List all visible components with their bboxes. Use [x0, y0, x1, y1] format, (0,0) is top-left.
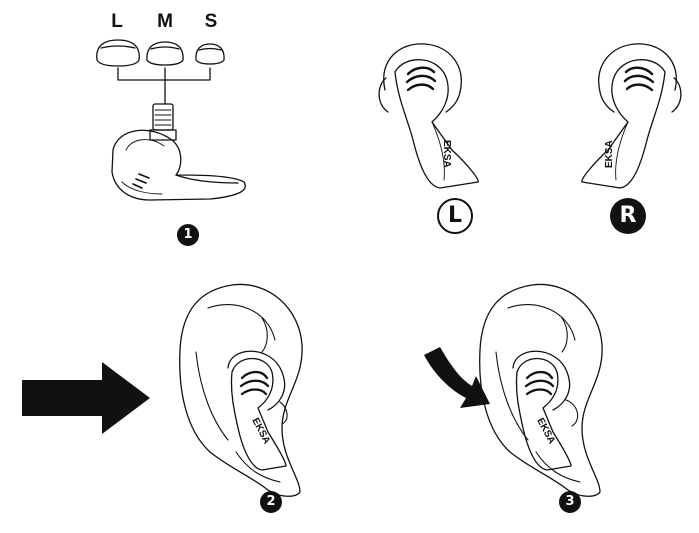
left-side-badge: L — [437, 198, 473, 234]
left-earbud-illustration — [378, 43, 479, 189]
step-number-1: 1 — [177, 224, 199, 246]
ear-outline-step-2 — [179, 283, 303, 497]
step-number-3: 3 — [559, 491, 581, 513]
right-earbud-illustration — [581, 43, 682, 189]
ear-tip-small — [195, 43, 225, 65]
earbud-in-ear-step-2 — [227, 350, 288, 471]
brand-mark-step-2: EKSA — [249, 416, 272, 446]
rotate-arrow-icon — [424, 347, 490, 408]
ear-outline-step-3 — [479, 283, 603, 497]
tip-label-medium: M — [157, 11, 173, 32]
step-number-2: 2 — [260, 491, 282, 513]
ear-tip-bracket — [117, 67, 211, 105]
brand-mark-right: EKSA — [604, 140, 615, 168]
right-side-badge: R — [610, 198, 646, 234]
earbud-with-tip — [111, 103, 246, 201]
ear-tip-large — [96, 39, 140, 67]
insert-arrow-icon — [22, 362, 150, 434]
brand-mark-step-3: EKSA — [534, 416, 557, 446]
earbud-in-ear-step-3 — [512, 350, 579, 471]
tip-label-large: L — [111, 11, 123, 32]
ear-tip-medium — [146, 41, 184, 66]
tip-label-small: S — [204, 11, 218, 32]
brand-mark-left: EKSA — [441, 140, 452, 168]
